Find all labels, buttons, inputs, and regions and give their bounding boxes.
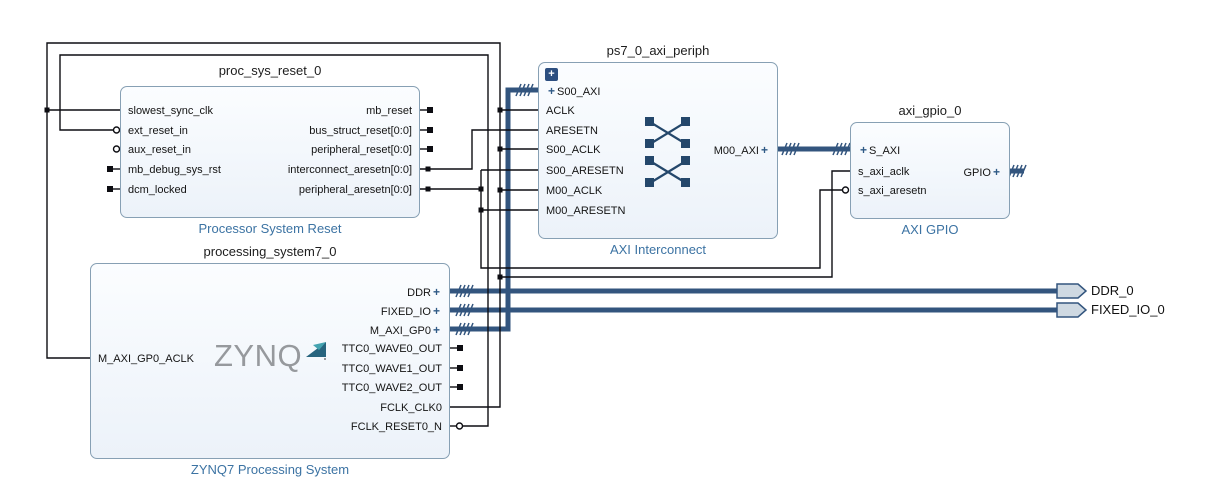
- pin-aclk[interactable]: ACLK: [546, 105, 575, 117]
- pin-fclk-reset0-n[interactable]: FCLK_RESET0_N: [350, 421, 442, 433]
- expand-plus-icon[interactable]: +: [432, 285, 440, 299]
- block-proc-sys-reset[interactable]: slowest_sync_clk ext_reset_in aux_reset_…: [120, 86, 420, 218]
- fixed-io0-port-arrow: [1056, 302, 1088, 318]
- pin-gpio[interactable]: GPIO+: [963, 165, 1000, 179]
- expand-plus-icon[interactable]: +: [432, 323, 440, 337]
- expand-plus-icon[interactable]: +: [760, 143, 768, 157]
- unconnected-pin-stubs: [107, 107, 463, 390]
- expand-plus-icon[interactable]: +: [860, 143, 868, 157]
- zynq-arrow-icon: [306, 342, 326, 360]
- pin-s00-aclk[interactable]: S00_ACLK: [546, 144, 601, 156]
- block-axi-periph[interactable]: + +S00_AXI ACLK ARESETN S00_ACLK S00_ARE…: [538, 62, 778, 239]
- pin-slowest-sync-clk[interactable]: slowest_sync_clk: [128, 105, 213, 117]
- expand-plus-icon[interactable]: +: [992, 165, 1000, 179]
- pin-ext-reset-in[interactable]: ext_reset_in: [128, 125, 188, 137]
- net-fclk-reset0-n[interactable]: [59, 54, 489, 430]
- pin-m00-aresetn[interactable]: M00_ARESETN: [546, 205, 626, 217]
- block-title-ps7: processing_system7_0: [203, 244, 337, 259]
- pin-ttc0-wave0-out[interactable]: TTC0_WAVE0_OUT: [341, 343, 442, 355]
- pin-ttc0-wave1-out[interactable]: TTC0_WAVE1_OUT: [341, 363, 442, 375]
- block-title-proc-sys-reset: proc_sys_reset_0: [218, 63, 322, 78]
- pin-dcm-locked[interactable]: dcm_locked: [128, 184, 187, 196]
- port-label-ddr-0[interactable]: DDR_0: [1091, 283, 1134, 298]
- pin-m-axi-gp0-aclk[interactable]: M_AXI_GP0_ACLK: [98, 353, 194, 365]
- net-interconnect-aresetn[interactable]: [420, 129, 538, 170]
- pin-m00-aclk[interactable]: M00_ACLK: [546, 185, 603, 197]
- block-title-axi-periph: ps7_0_axi_periph: [606, 43, 710, 58]
- block-caption-ps7: ZYNQ7 Processing System: [190, 462, 350, 477]
- pin-ttc0-wave2-out[interactable]: TTC0_WAVE2_OUT: [341, 382, 442, 394]
- pin-ddr[interactable]: DDR+: [407, 285, 440, 299]
- bus-hatch-marks: [455, 83, 1027, 336]
- wire-junction-dots: [44, 107, 503, 280]
- pin-s-axi-aresetn[interactable]: s_axi_aresetn: [858, 185, 927, 197]
- pin-peripheral-aresetn[interactable]: peripheral_aresetn[0:0]: [298, 184, 412, 196]
- external-port-fixed-io-0[interactable]: [1056, 302, 1088, 318]
- block-caption-axi-gpio: AXI GPIO: [901, 222, 959, 237]
- block-ps7[interactable]: M_AXI_GP0_ACLK ZYNQ DDR+ FIXED_IO+ M_AXI…: [90, 263, 450, 459]
- block-caption-axi-periph: AXI Interconnect: [609, 242, 707, 257]
- expand-block-icon[interactable]: +: [545, 68, 558, 81]
- pin-m00-axi[interactable]: M00_AXI+: [713, 143, 768, 157]
- pin-s-axi-aclk[interactable]: s_axi_aclk: [858, 166, 910, 178]
- block-caption-proc-sys-reset: Processor System Reset: [198, 221, 342, 236]
- pin-m-axi-gp0[interactable]: M_AXI_GP0+: [369, 323, 440, 337]
- pin-s00-aresetn[interactable]: S00_ARESETN: [546, 165, 624, 177]
- pin-s-axi[interactable]: +S_AXI: [860, 143, 901, 157]
- pin-peripheral-reset[interactable]: peripheral_reset[0:0]: [311, 144, 412, 156]
- pin-mb-debug-sys-rst[interactable]: mb_debug_sys_rst: [128, 164, 221, 176]
- external-port-ddr-0[interactable]: [1056, 283, 1088, 299]
- expand-plus-icon[interactable]: +: [432, 304, 440, 318]
- pin-mb-reset[interactable]: mb_reset: [366, 105, 412, 117]
- pin-bus-struct-reset[interactable]: bus_struct_reset[0:0]: [309, 125, 412, 137]
- expand-plus-icon[interactable]: +: [548, 84, 556, 98]
- block-axi-gpio[interactable]: +S_AXI s_axi_aclk s_axi_aresetn GPIO+: [850, 122, 1010, 219]
- zynq-logo: ZYNQ: [214, 338, 334, 382]
- block-title-axi-gpio: axi_gpio_0: [898, 103, 962, 118]
- pin-fixed-io[interactable]: FIXED_IO+: [380, 304, 440, 318]
- net-fclk-clk0[interactable]: [46, 42, 850, 408]
- pin-s00-axi[interactable]: +S00_AXI: [548, 84, 601, 98]
- pin-fclk-clk0[interactable]: FCLK_CLK0: [380, 402, 442, 414]
- ddr0-port-arrow: [1056, 283, 1088, 299]
- crossbar-icon: [645, 117, 690, 187]
- pin-aux-reset-in[interactable]: aux_reset_in: [128, 144, 191, 156]
- pin-aresetn[interactable]: ARESETN: [546, 125, 598, 137]
- pin-interconnect-aresetn[interactable]: interconnect_aresetn[0:0]: [287, 164, 412, 176]
- port-label-fixed-io-0[interactable]: FIXED_IO_0: [1091, 302, 1165, 317]
